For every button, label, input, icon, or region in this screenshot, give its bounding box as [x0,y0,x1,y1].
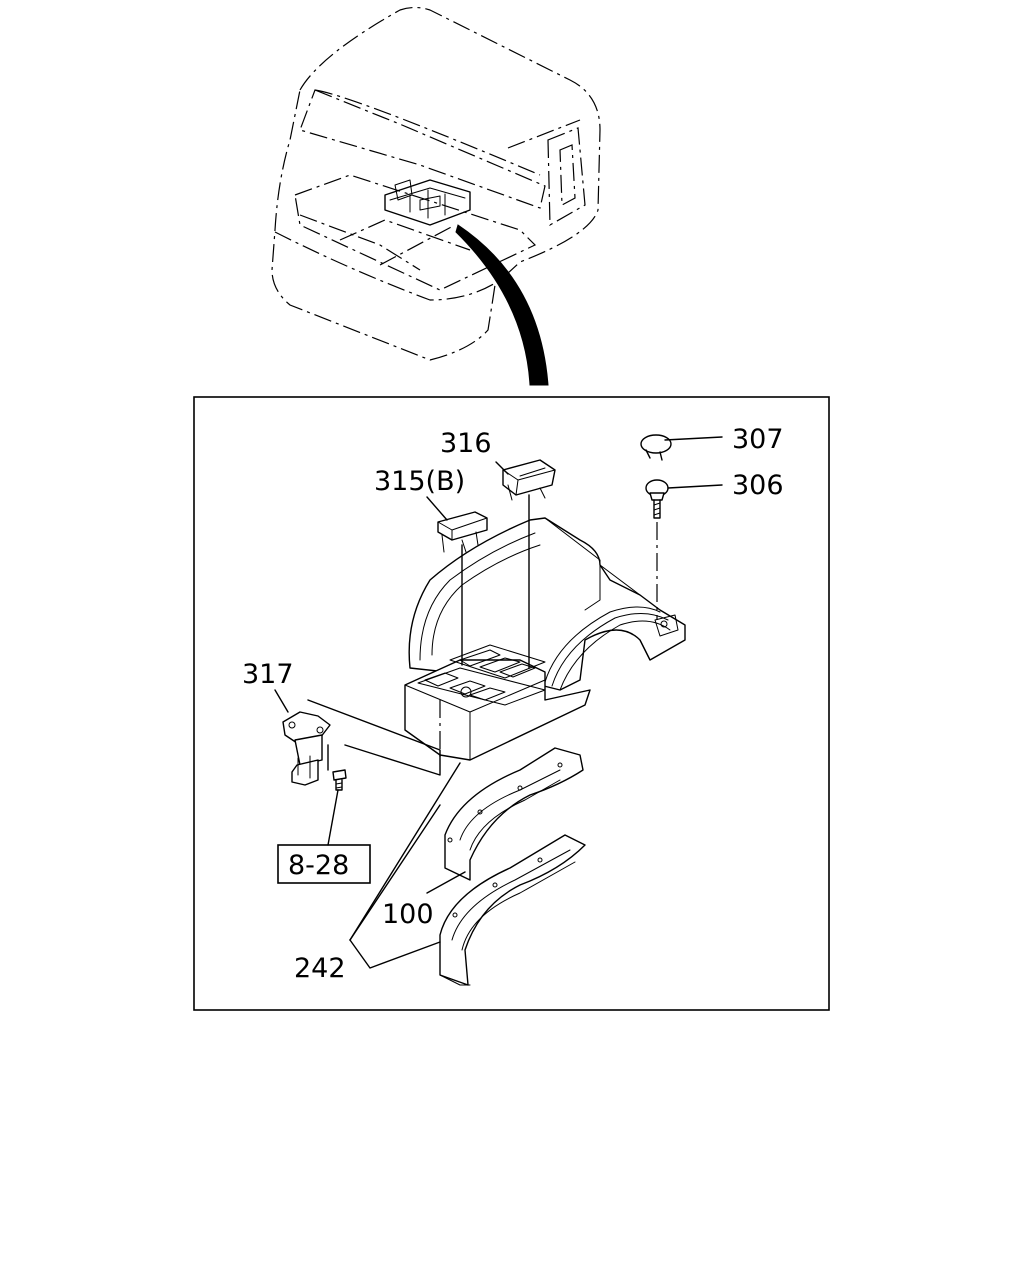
callout-8-28: 8-28 [288,850,349,881]
part-100-plate [444,747,584,881]
center-console [404,517,686,761]
callout-306: 306 [732,470,784,501]
detail-leader [455,224,549,386]
part-316-clip [502,459,556,501]
callout-315b: 315(B) [374,466,465,497]
part-315b-plug [437,511,488,553]
callout-307: 307 [732,424,784,455]
part-242-plate [439,834,586,986]
part-307-cap [640,434,672,461]
callout-317: 317 [242,659,294,690]
detail-frame [193,396,830,1011]
leader-lines [274,436,723,969]
callout-100: 100 [382,899,434,930]
cab-overview [271,6,601,361]
ref-box-8-28 [277,844,371,884]
part-317-switch [282,711,347,791]
callout-242: 242 [294,953,346,984]
callout-316: 316 [440,428,492,459]
part-306-screw [645,479,669,519]
